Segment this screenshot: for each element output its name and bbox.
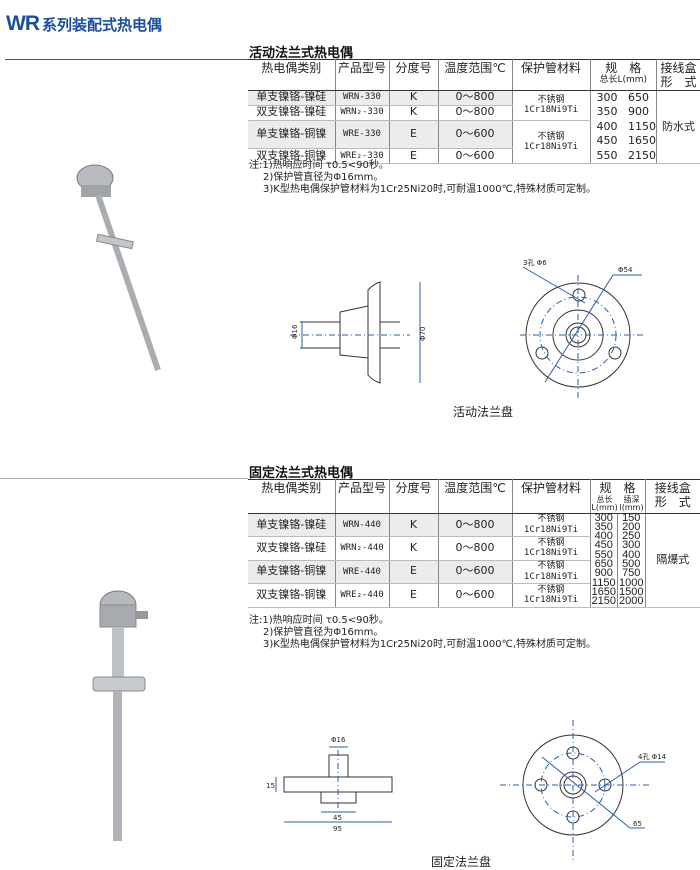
thermocouple-photo-fixed xyxy=(92,590,148,841)
diagram-caption: 活动法兰盘 xyxy=(453,405,514,419)
svg-text:Φ16: Φ16 xyxy=(291,324,299,339)
svg-text:Φ16: Φ16 xyxy=(331,736,346,744)
divider xyxy=(5,59,248,60)
thermocouple-photo-movable xyxy=(76,164,161,371)
spec-table-movable-flange: 热电偶类别 产品型号 分度号 温度范围℃ 保护管材料 规 格总长L(mm) 接线… xyxy=(248,59,700,165)
notes: 注:1)热响应时间 τ0.5<90秒。2)保护管直径为Φ16mm。3)K型热电偶… xyxy=(249,615,597,650)
section-heading: 活动法兰式热电偶 xyxy=(249,46,354,61)
svg-text:15: 15 xyxy=(266,782,275,790)
svg-text:Φ70: Φ70 xyxy=(419,327,427,341)
section-heading: 固定法兰式热电偶 xyxy=(249,466,354,481)
notes: 注:1)热响应时间 τ0.5<90秒。2)保护管直径为Φ16mm。3)K型热电偶… xyxy=(249,160,597,195)
svg-text:45: 45 xyxy=(333,814,342,822)
divider xyxy=(0,478,248,479)
svg-text:4孔 Φ14: 4孔 Φ14 xyxy=(638,753,667,761)
svg-text:95: 95 xyxy=(333,825,342,833)
fixed-flange-diagram: Φ16 15 45 95 4孔 Φ14 65 xyxy=(266,720,667,860)
movable-flange-diagram: Φ16 Φ70 3孔 Φ6 Φ54 xyxy=(290,259,645,400)
diagram-caption: 固定法兰盘 xyxy=(431,855,492,869)
svg-text:65: 65 xyxy=(633,820,642,828)
svg-text:3孔 Φ6: 3孔 Φ6 xyxy=(523,259,547,267)
svg-text:Φ54: Φ54 xyxy=(618,266,633,274)
